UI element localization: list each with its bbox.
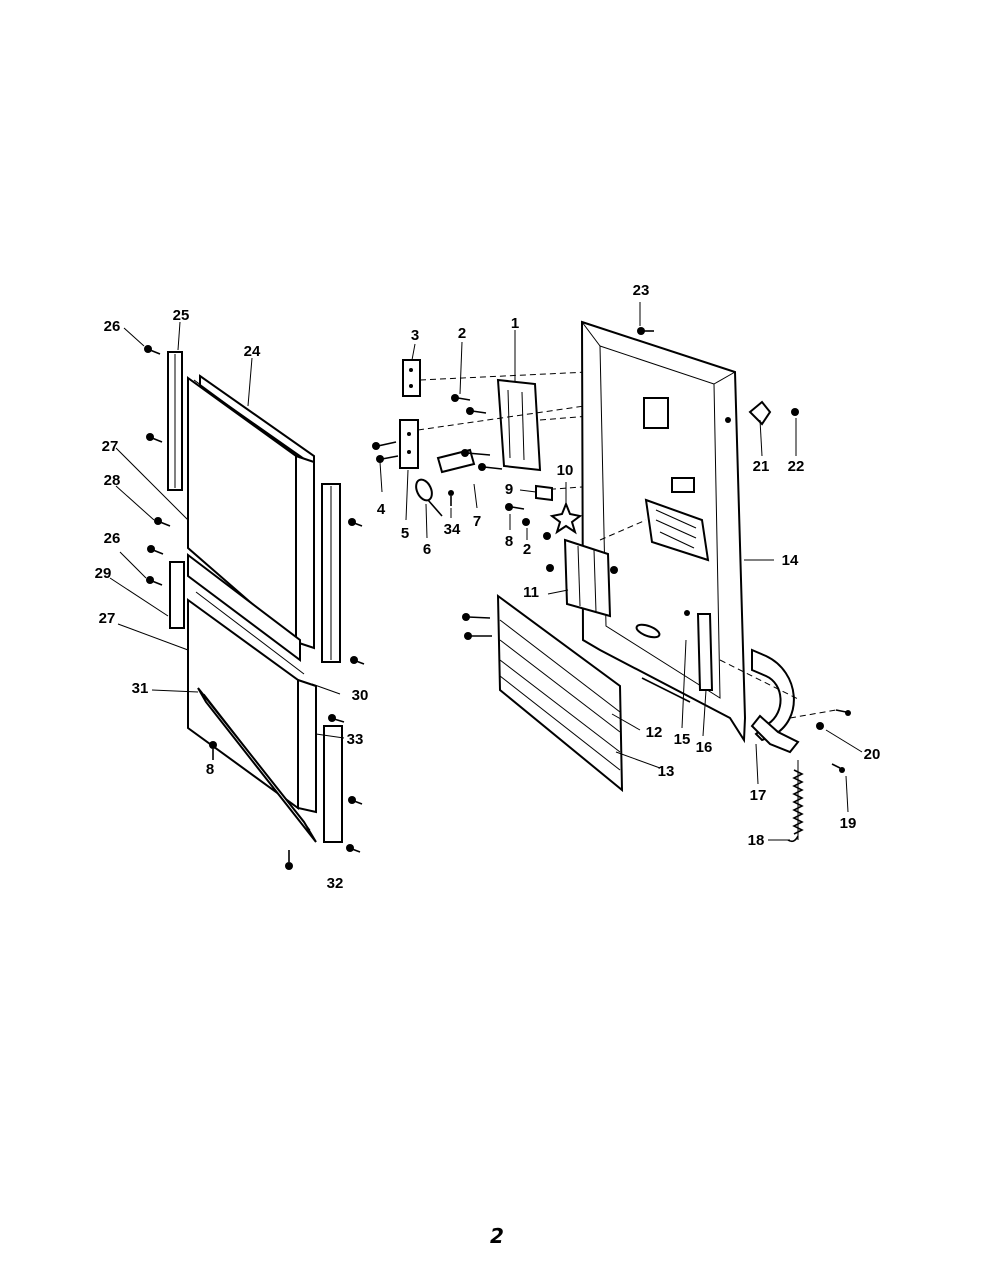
callout-31: 31 <box>132 680 149 697</box>
callout-8: 8 <box>206 761 214 778</box>
callout-14: 14 <box>782 552 799 569</box>
callout-25: 25 <box>173 307 190 324</box>
spring-18 <box>787 760 804 843</box>
callout-1: 1 <box>511 315 519 332</box>
dashed-alignment-lines-right <box>599 519 837 719</box>
star-washer-10 <box>549 501 583 535</box>
callout-24: 24 <box>244 343 261 360</box>
callout-16: 16 <box>696 739 713 756</box>
callout-2: 2 <box>458 325 466 342</box>
callout-3: 3 <box>411 327 419 344</box>
callout-17: 17 <box>750 787 767 804</box>
callout-18: 18 <box>748 832 765 849</box>
callout-21: 21 <box>753 458 770 475</box>
callout-12: 12 <box>646 724 663 741</box>
callout-27: 27 <box>102 438 119 455</box>
latch-lever-6 <box>415 478 443 517</box>
callout-26: 26 <box>104 530 121 547</box>
hinge-5 <box>399 419 419 469</box>
callout-15: 15 <box>674 731 691 748</box>
left-screws <box>144 345 365 870</box>
callout-5: 5 <box>401 525 409 542</box>
callout-23: 23 <box>633 282 650 299</box>
callout-30: 30 <box>352 687 369 704</box>
lower-door-panel <box>187 552 317 814</box>
hinge-bracket-3 <box>402 359 421 397</box>
vent-panel-12-13 <box>462 593 624 793</box>
center-screws <box>372 394 530 526</box>
callout-26: 26 <box>104 318 121 335</box>
side-trim-right-upper <box>321 483 341 663</box>
vertical-trim-strip-29 <box>169 561 185 629</box>
door-latch-bracket-11 <box>543 532 618 618</box>
right-small-parts <box>637 327 851 773</box>
callout-7: 7 <box>473 513 481 530</box>
vertical-trim-strip-25 <box>167 351 183 491</box>
callout-4: 4 <box>377 501 386 518</box>
inner-door-liner-14 <box>580 320 747 744</box>
callout-32: 32 <box>327 875 344 892</box>
callout-33: 33 <box>347 731 364 748</box>
callout-11: 11 <box>523 584 539 601</box>
callout-28: 28 <box>104 472 121 489</box>
latch-assembly-1 <box>496 378 542 472</box>
callout-27: 27 <box>99 610 116 627</box>
callout-6: 6 <box>423 541 431 558</box>
callout-labels: 1 2 2 3 4 5 6 7 8 8 9 10 11 12 13 14 15 … <box>95 282 881 892</box>
bottom-trim-rail-31 <box>197 687 317 843</box>
callout-2: 2 <box>523 541 531 558</box>
callout-8: 8 <box>505 533 513 550</box>
callout-19: 19 <box>840 815 857 832</box>
callout-29: 29 <box>95 565 112 582</box>
upper-door-panel <box>187 374 315 650</box>
page-number: 2 <box>490 1224 504 1248</box>
side-trim-right-lower-32 <box>323 725 343 843</box>
hinge-arm-17 <box>750 648 800 754</box>
callout-10: 10 <box>557 462 574 479</box>
bracket-9 <box>535 484 553 502</box>
callout-13: 13 <box>658 763 675 780</box>
callout-34: 34 <box>444 521 461 538</box>
callout-20: 20 <box>864 746 881 763</box>
leader-lines <box>109 302 863 841</box>
callout-9: 9 <box>505 481 513 498</box>
callout-22: 22 <box>788 458 805 475</box>
